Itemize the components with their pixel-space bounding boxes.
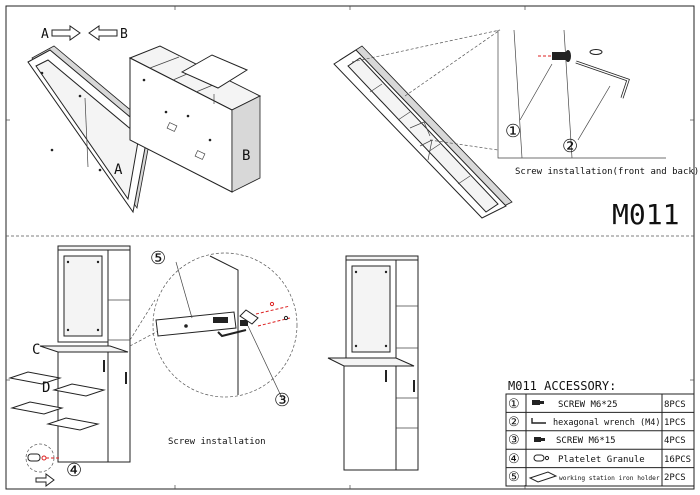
tilted-cabinet xyxy=(333,45,513,219)
arrow-label-a: A xyxy=(41,27,49,42)
part-a-label: A xyxy=(114,162,123,178)
leader-1 xyxy=(519,63,553,121)
accessory-title: M011 ACCESSORY: xyxy=(508,379,616,393)
part-d-label: D xyxy=(42,380,50,396)
caption-front-back: Screw installation(front and back) xyxy=(515,167,699,177)
screw-m6-25-icon xyxy=(552,50,571,62)
leader-3 xyxy=(247,325,283,399)
callout-5: ⑤ xyxy=(150,248,166,269)
caption-screw-install: Screw installation xyxy=(168,437,266,447)
cabinet-install-view xyxy=(39,245,131,463)
arrow-label-b: B xyxy=(120,27,128,42)
screw-icon xyxy=(532,400,544,405)
granule-detail xyxy=(25,443,60,473)
accessory-name: Platelet Granule xyxy=(558,455,645,465)
accessory-qty: 1PCS xyxy=(664,418,686,428)
accessory-name: working station iron holder xyxy=(559,475,660,482)
part-d-shelves xyxy=(8,371,106,431)
accessory-num: ④ xyxy=(508,452,520,467)
accessory-qty: 8PCS xyxy=(664,400,686,410)
accessory-name: SCREW M6*15 xyxy=(556,436,616,446)
callout-1: ① xyxy=(505,121,521,142)
accessory-qty: 2PCS xyxy=(664,473,686,483)
direction-arrow-icon xyxy=(35,473,55,487)
granule-icon xyxy=(533,454,550,462)
accessory-row: ③ SCREW M6*15 4PCS xyxy=(508,433,686,448)
hex-wrench-detail-icon xyxy=(217,329,247,338)
accessory-qty: 4PCS xyxy=(664,436,686,446)
callout-4: ④ xyxy=(66,460,82,481)
swap-arrows-icon xyxy=(51,25,118,41)
iron-holder-icon xyxy=(528,471,558,483)
frame-ticks xyxy=(6,6,694,489)
accessory-name: SCREW M6*25 xyxy=(558,400,618,410)
part-b-cabinet-box xyxy=(128,45,262,193)
screw-icon xyxy=(534,437,545,442)
callout-3: ③ xyxy=(274,390,290,411)
leader-2 xyxy=(577,85,611,141)
leader-lines-top xyxy=(351,29,501,151)
zoom-detail-circle xyxy=(129,252,298,398)
part-b-label: B xyxy=(242,148,250,164)
part-c-label: C xyxy=(32,342,40,358)
screw-detail-box xyxy=(497,29,666,159)
accessory-num: ③ xyxy=(508,433,520,448)
hex-wrench-icon xyxy=(575,60,630,99)
screw-hole-icon xyxy=(589,49,603,55)
accessory-qty: 16PCS xyxy=(664,455,691,465)
accessory-num: ⑤ xyxy=(508,470,520,485)
part-a-mirror-panel xyxy=(27,45,153,214)
leader-5 xyxy=(175,261,193,319)
accessory-row: ② hexagonal wrench (M4) 1PCS xyxy=(508,415,686,430)
callout-2: ② xyxy=(562,136,578,157)
accessory-table xyxy=(505,393,695,487)
accessory-name: hexagonal wrench (M4) xyxy=(553,418,660,428)
accessory-num: ① xyxy=(508,397,520,412)
model-number: M011 xyxy=(612,198,679,231)
accessory-row: ① SCREW M6*25 8PCS xyxy=(508,397,686,412)
accessory-row: ④ Platelet Granule 16PCS xyxy=(508,452,691,467)
hex-wrench-icon xyxy=(531,418,546,424)
accessory-row: ⑤ working station iron holder 2PCS xyxy=(508,470,686,485)
accessory-num: ② xyxy=(508,415,520,430)
screw-m6-15-icon xyxy=(213,317,248,326)
assembled-unit xyxy=(327,255,419,471)
